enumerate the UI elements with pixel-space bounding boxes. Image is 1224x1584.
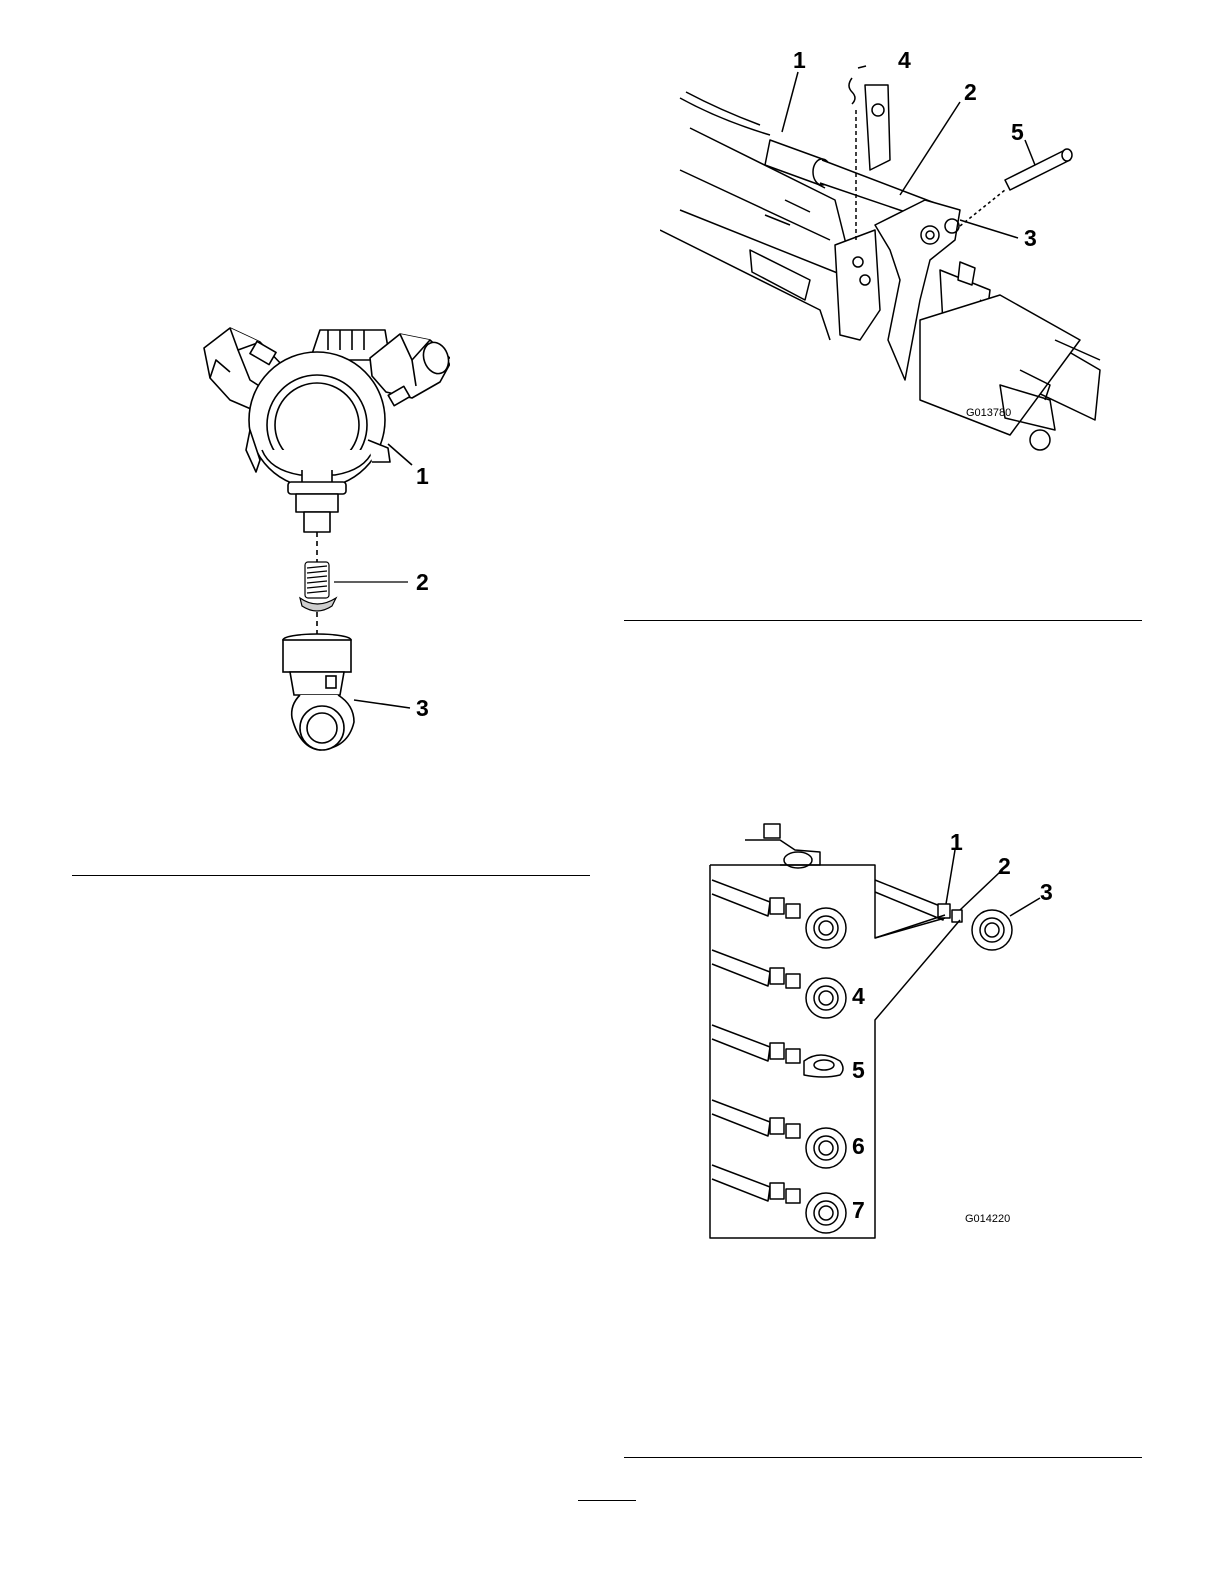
rod-ends-illustration: 1 2 3 4 5 6 7 G014220: [700, 820, 1080, 1250]
nozzle-body-illustration: 1 2 3: [190, 320, 450, 760]
callout-2: 2: [416, 569, 429, 595]
callout-3: 3: [1040, 879, 1053, 905]
callout-7: 7: [852, 1197, 865, 1223]
section-rule-right-bottom: [624, 1457, 1142, 1458]
page-number-rule: [578, 1500, 636, 1501]
callout-2: 2: [998, 853, 1011, 879]
callout-6: 6: [852, 1133, 865, 1159]
callout-4: 4: [852, 983, 865, 1009]
callout-3: 3: [1024, 225, 1037, 251]
section-rule-right-top: [624, 620, 1142, 621]
callout-1: 1: [416, 463, 429, 489]
boom-pivot-illustration: 1 4 2 5 3 G013780: [660, 40, 1140, 480]
figure-nozzle-body: 1 2 3: [190, 320, 450, 760]
figure-boom-pivot: 1 4 2 5 3 G013780: [660, 40, 1140, 480]
callout-5: 5: [1011, 119, 1024, 145]
figure-rod-ends: 1 2 3 4 5 6 7 G014220: [700, 820, 1080, 1250]
callout-4: 4: [898, 47, 911, 73]
figure-code: G014220: [965, 1213, 1010, 1225]
callout-1: 1: [793, 47, 806, 73]
callout-3: 3: [416, 695, 429, 721]
callout-5: 5: [852, 1057, 865, 1083]
callout-2: 2: [964, 79, 977, 105]
section-rule-left: [72, 875, 590, 876]
figure-code: G013780: [966, 407, 1011, 419]
callout-1: 1: [950, 829, 963, 855]
